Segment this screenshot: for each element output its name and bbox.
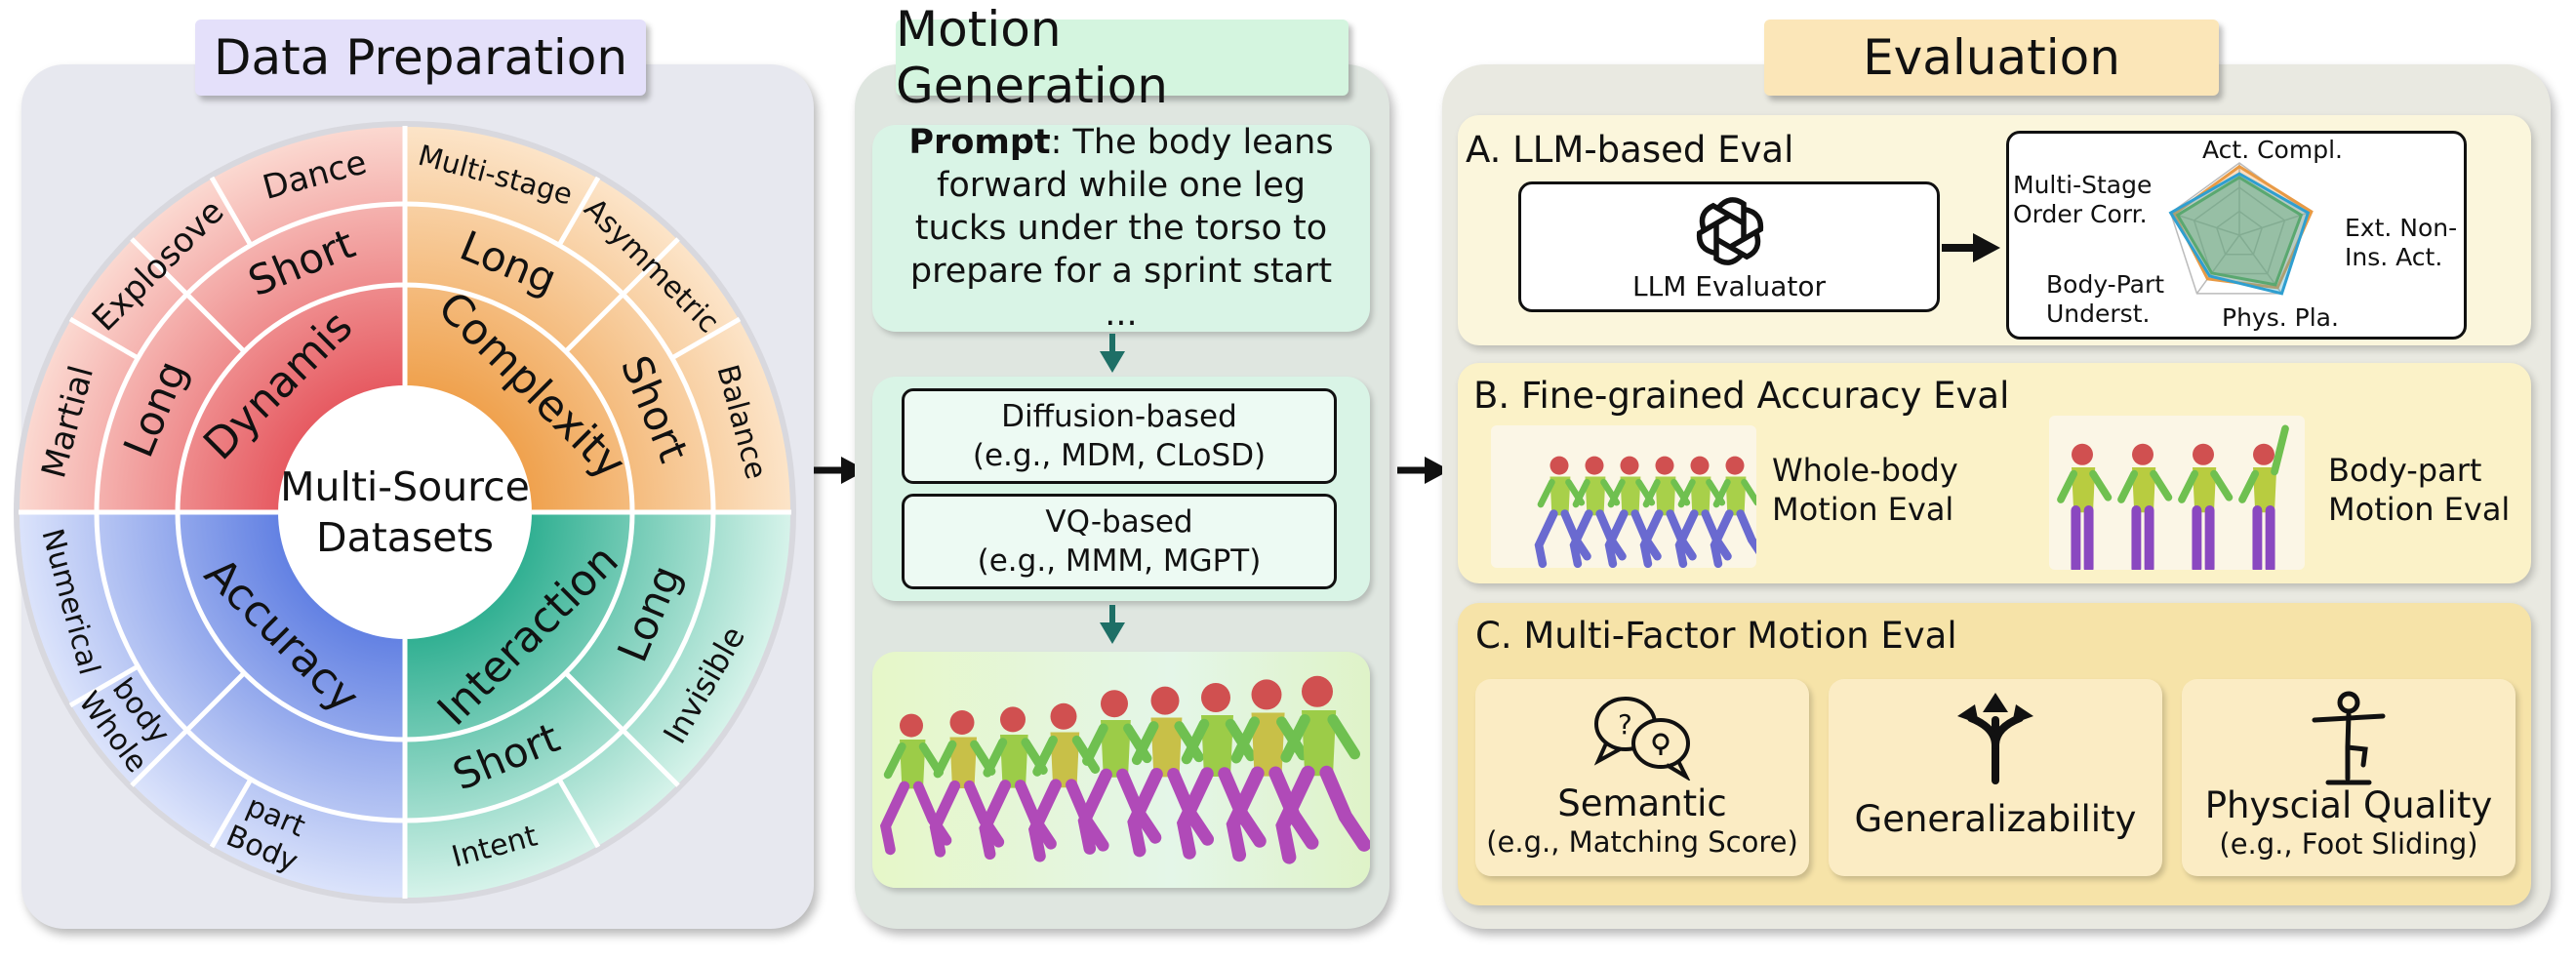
llm-eval-title: A. LLM-based Eval bbox=[1466, 129, 1794, 171]
multi-factor-eval-title: C. Multi-Factor Motion Eval bbox=[1475, 615, 1957, 657]
generator-vq: VQ-based (e.g., MMM, MGPT) bbox=[902, 494, 1337, 589]
radar-chart-box: Act. Compl. Ext. Non-Ins. Act. Phys. Pla… bbox=[2006, 131, 2467, 340]
radar-grid bbox=[2169, 162, 2310, 295]
openai-logo-icon bbox=[1696, 197, 1764, 265]
motion-generation-title: Motion Generation bbox=[896, 1, 1348, 114]
body-part-line-1: Body-part bbox=[2328, 452, 2482, 489]
logo-petal bbox=[1696, 214, 1731, 257]
whole-body-motion-image bbox=[1491, 425, 1767, 569]
generated-motion-image bbox=[872, 652, 1370, 888]
body-part-figure bbox=[2238, 424, 2289, 574]
wheel-center-label: Multi-Source Datasets bbox=[268, 459, 542, 566]
radar-chart bbox=[2168, 162, 2314, 296]
data-preparation-title: Data Preparation bbox=[195, 20, 646, 96]
prompt-label: Prompt bbox=[908, 123, 1051, 162]
radar-grid bbox=[2215, 210, 2264, 256]
generator-diffusion-name: Diffusion-based bbox=[1001, 399, 1237, 434]
logo-petal bbox=[1715, 197, 1747, 240]
arrow-right-icon bbox=[1397, 457, 1450, 484]
body-part-figure bbox=[2178, 443, 2234, 574]
body-part-figure bbox=[2057, 443, 2113, 574]
logo-petal bbox=[1713, 222, 1745, 265]
radar-axis-multi-stage: Multi-Stage Order Corr. bbox=[2013, 171, 2153, 228]
wheel-center-line-1: Multi-Source bbox=[280, 463, 530, 510]
generator-diffusion-examples: (e.g., MDM, CLoSD) bbox=[972, 438, 1267, 473]
generalizability-title: Generalizability bbox=[1854, 798, 2137, 840]
prompt-text: : The body leans forward while one leg t… bbox=[909, 123, 1334, 334]
body-part-line-2: Motion Eval bbox=[2328, 491, 2511, 528]
logo-petal bbox=[1699, 202, 1745, 233]
body-part-label: Body-part Motion Eval bbox=[2328, 451, 2510, 529]
wheel-center-line-2: Datasets bbox=[316, 514, 494, 561]
semantic-sub: (e.g., Matching Score) bbox=[1486, 825, 1798, 859]
radar-spoke bbox=[2238, 212, 2309, 236]
radar-axis-act-compl: Act. Compl. bbox=[2202, 136, 2343, 164]
body-part-motion-image bbox=[2049, 416, 2305, 574]
runner-figure bbox=[1077, 690, 1162, 855]
physical-quality-sub: (e.g., Foot Sliding) bbox=[2219, 827, 2478, 861]
whole-body-line-1: Whole-body bbox=[1772, 452, 1958, 489]
radar-grid bbox=[2193, 186, 2286, 275]
whole-body-line-2: Motion Eval bbox=[1772, 491, 1954, 528]
arrow-down-icon bbox=[1100, 605, 1125, 644]
accuracy-eval-title: B. Fine-grained Accuracy Eval bbox=[1473, 375, 2010, 417]
arrow-right-icon bbox=[1942, 233, 2000, 262]
llm-evaluator-label: LLM Evaluator bbox=[1632, 270, 1826, 302]
radar-spoke bbox=[2195, 234, 2240, 295]
radar-series-green bbox=[2175, 176, 2304, 287]
balance-figure-icon bbox=[2312, 691, 2386, 785]
chat-bubbles-icon: ? bbox=[1593, 697, 1691, 781]
semantic-title: Semantic bbox=[1557, 782, 1727, 824]
radar-axis-ext-non-ins: Ext. Non-Ins. Act. bbox=[2345, 214, 2458, 271]
arrow-right-icon bbox=[814, 457, 866, 484]
logo-petal bbox=[1729, 206, 1764, 249]
generator-vq-examples: (e.g., MMM, MGPT) bbox=[977, 543, 1262, 579]
physical-quality-title: Physcial Quality bbox=[2204, 784, 2493, 826]
runner-figure bbox=[1275, 675, 1370, 864]
radar-axis-body-part: Body-Part Underst. bbox=[2046, 270, 2165, 328]
whole-body-figure bbox=[1534, 456, 1591, 569]
prompt-box: Prompt: The body leans forward while one… bbox=[872, 123, 1370, 334]
generator-vq-name: VQ-based bbox=[1045, 504, 1193, 540]
body-part-figures-icon bbox=[2057, 424, 2289, 574]
whole-body-label: Whole-body Motion Eval bbox=[1772, 451, 1958, 529]
radar-axis-phys-pla: Phys. Pla. bbox=[2222, 303, 2339, 332]
llm-evaluator-box: LLM Evaluator bbox=[1518, 181, 1940, 312]
runner-figure bbox=[979, 706, 1057, 861]
runner-figure bbox=[1127, 686, 1215, 858]
running-figures-icon bbox=[879, 675, 1370, 864]
radar-spoke bbox=[2170, 212, 2240, 236]
physical-quality-card: Physcial Quality (e.g., Foot Sliding) bbox=[2182, 679, 2516, 876]
body-part-figure bbox=[2117, 443, 2173, 574]
evaluation-title: Evaluation bbox=[1764, 20, 2219, 96]
generator-diffusion: Diffusion-based (e.g., MDM, CLoSD) bbox=[902, 388, 1337, 484]
svg-text:?: ? bbox=[1618, 708, 1632, 741]
branching-arrows-icon bbox=[1957, 693, 2033, 784]
generalizability-card: Generalizability bbox=[1829, 679, 2162, 876]
arrow-down-icon bbox=[1100, 334, 1125, 373]
semantic-card: ? Semantic (e.g., Matching Score) bbox=[1475, 679, 1809, 876]
whole-body-figure bbox=[1674, 456, 1732, 569]
runner-figure bbox=[1027, 702, 1109, 862]
logo-petal bbox=[1715, 229, 1761, 261]
whole-body-figures-icon bbox=[1534, 456, 1767, 569]
